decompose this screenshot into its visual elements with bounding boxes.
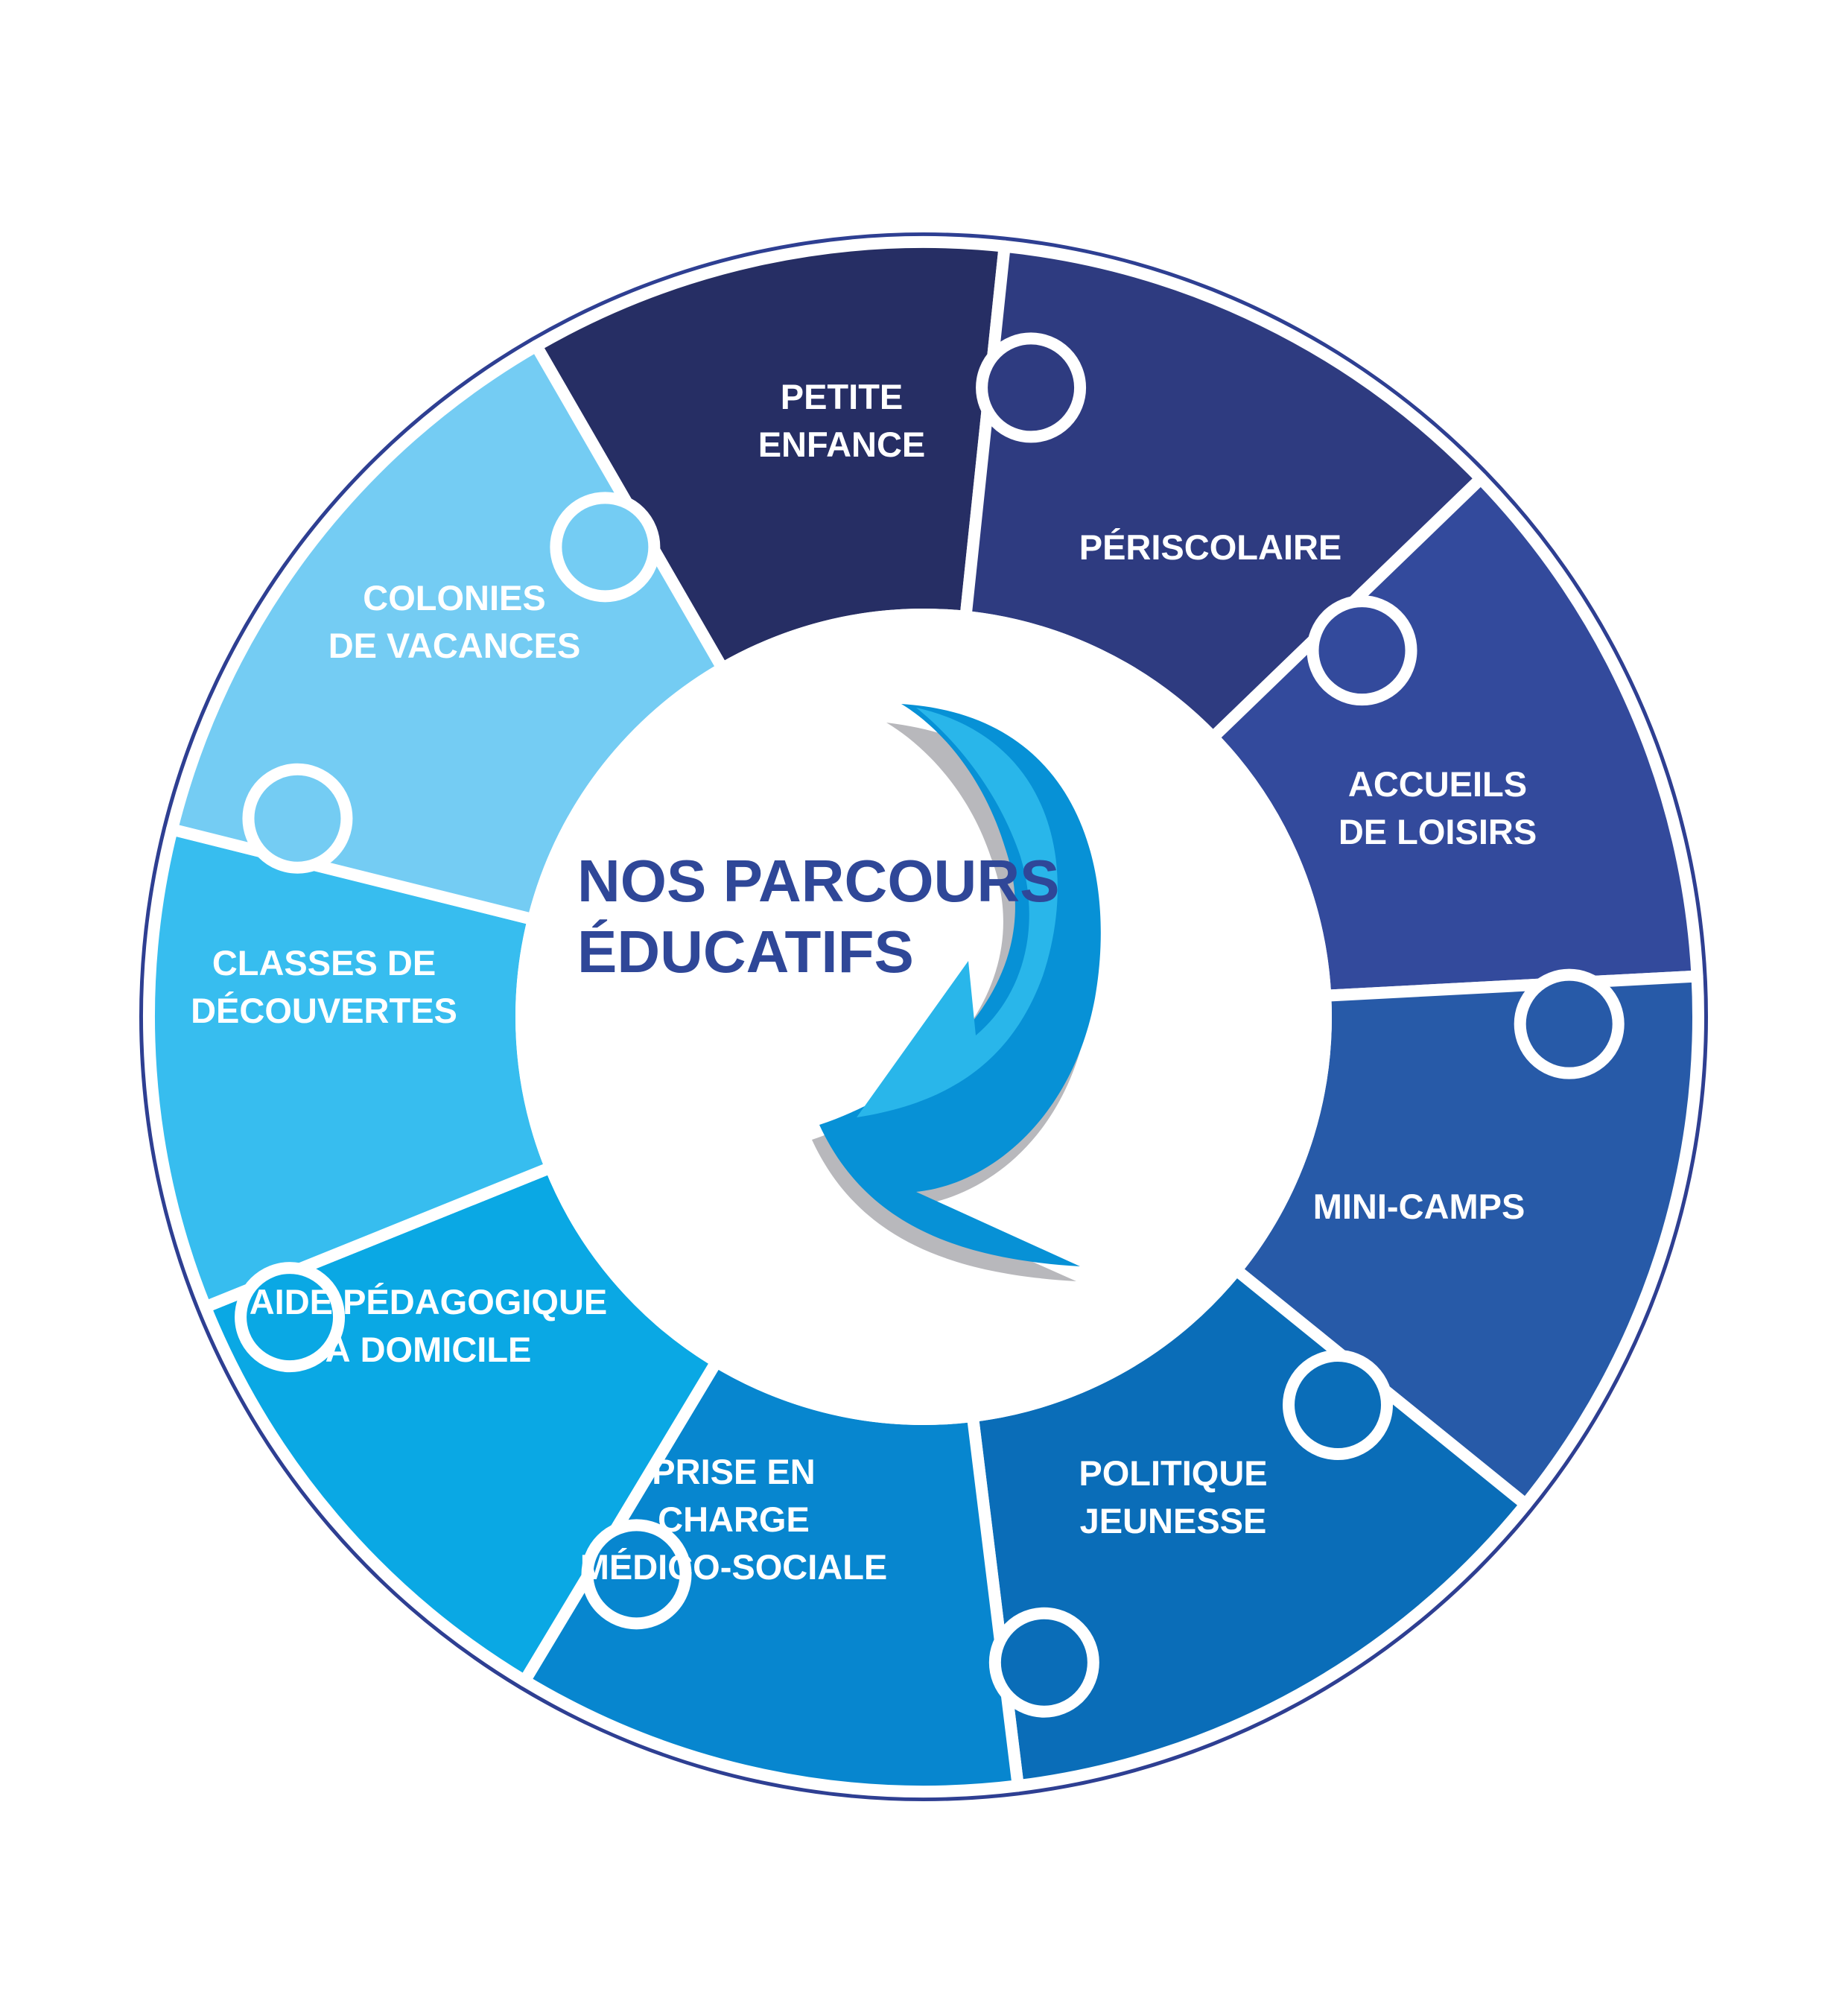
puzzle-knobs-group bbox=[235, 332, 1625, 1718]
puzzle-knob bbox=[1306, 595, 1417, 706]
label-classes-de-decouvertes-line-2: DÉCOUVERTES bbox=[191, 991, 457, 1030]
puzzle-knob bbox=[550, 492, 661, 603]
arrow-body-light bbox=[857, 708, 1058, 1117]
label-politique-jeunesse: POLITIQUE JEUNESSE bbox=[1079, 1453, 1267, 1540]
swoosh-arrow-icon bbox=[812, 704, 1101, 1281]
puzzle-knob bbox=[1514, 968, 1625, 1079]
center-title: NOS PARCOURS ÉDUCATIFS bbox=[577, 848, 1059, 985]
puzzle-knob bbox=[235, 1262, 346, 1373]
label-aide-pedagogique-line-1: AIDE PÉDAGOGIQUE bbox=[250, 1282, 608, 1321]
label-classes-de-decouvertes-line-1: CLASSES DE bbox=[212, 943, 436, 983]
label-colonies-de-vacances-line-2: DE VACANCES bbox=[328, 626, 581, 665]
label-aide-pedagogique: AIDE PÉDAGOGIQUE À DOMICILE bbox=[250, 1282, 608, 1369]
label-prise-en-charge-line-2: CHARGE bbox=[658, 1500, 810, 1539]
puzzle-knob bbox=[242, 763, 353, 874]
label-accueils-de-loisirs-line-2: DE LOISIRS bbox=[1339, 812, 1537, 851]
center-title-line-2: ÉDUCATIFS bbox=[577, 918, 914, 985]
label-aide-pedagogique-line-2: À DOMICILE bbox=[326, 1330, 532, 1369]
label-petite-enfance-line-2: ENFANCE bbox=[758, 425, 926, 464]
puzzle-knob bbox=[1283, 1350, 1394, 1461]
label-petite-enfance: PETITE ENFANCE bbox=[758, 377, 926, 464]
puzzle-knob bbox=[976, 332, 1087, 443]
label-mini-camps-line-1: MINI-CAMPS bbox=[1313, 1187, 1525, 1226]
segment-labels-group: PETITE ENFANCE PÉRISCOLAIRE ACCUEILS DE LOIS… bbox=[191, 377, 1537, 1587]
puzzle-knob bbox=[988, 1607, 1099, 1718]
label-politique-jeunesse-line-2: JEUNESSE bbox=[1080, 1501, 1267, 1540]
label-colonies-de-vacances: COLONIES DE VACANCES bbox=[328, 578, 581, 665]
label-colonies-de-vacances-line-1: COLONIES bbox=[363, 578, 545, 618]
label-accueils-de-loisirs-line-1: ACCUEILS bbox=[1348, 764, 1527, 804]
label-prise-en-charge-line-1: PRISE EN bbox=[652, 1452, 815, 1491]
label-prise-en-charge-line-3: MÉDICO-SOCIALE bbox=[580, 1547, 888, 1587]
label-politique-jeunesse-line-1: POLITIQUE bbox=[1079, 1453, 1267, 1493]
label-accueils-de-loisirs: ACCUEILS DE LOISIRS bbox=[1339, 764, 1537, 851]
label-periscolaire-line-1: PÉRISCOLAIRE bbox=[1079, 527, 1342, 567]
label-classes-de-decouvertes: CLASSES DE DÉCOUVERTES bbox=[191, 943, 457, 1030]
label-petite-enfance-line-1: PETITE bbox=[781, 377, 904, 416]
center-title-line-1: NOS PARCOURS bbox=[577, 848, 1059, 914]
label-mini-camps: MINI-CAMPS bbox=[1313, 1187, 1525, 1226]
label-prise-en-charge: PRISE EN CHARGE MÉDICO-SOCIALE bbox=[580, 1452, 888, 1587]
puzzle-knob bbox=[581, 1519, 692, 1630]
center-disc bbox=[515, 609, 1332, 1425]
label-periscolaire: PÉRISCOLAIRE bbox=[1079, 527, 1342, 567]
